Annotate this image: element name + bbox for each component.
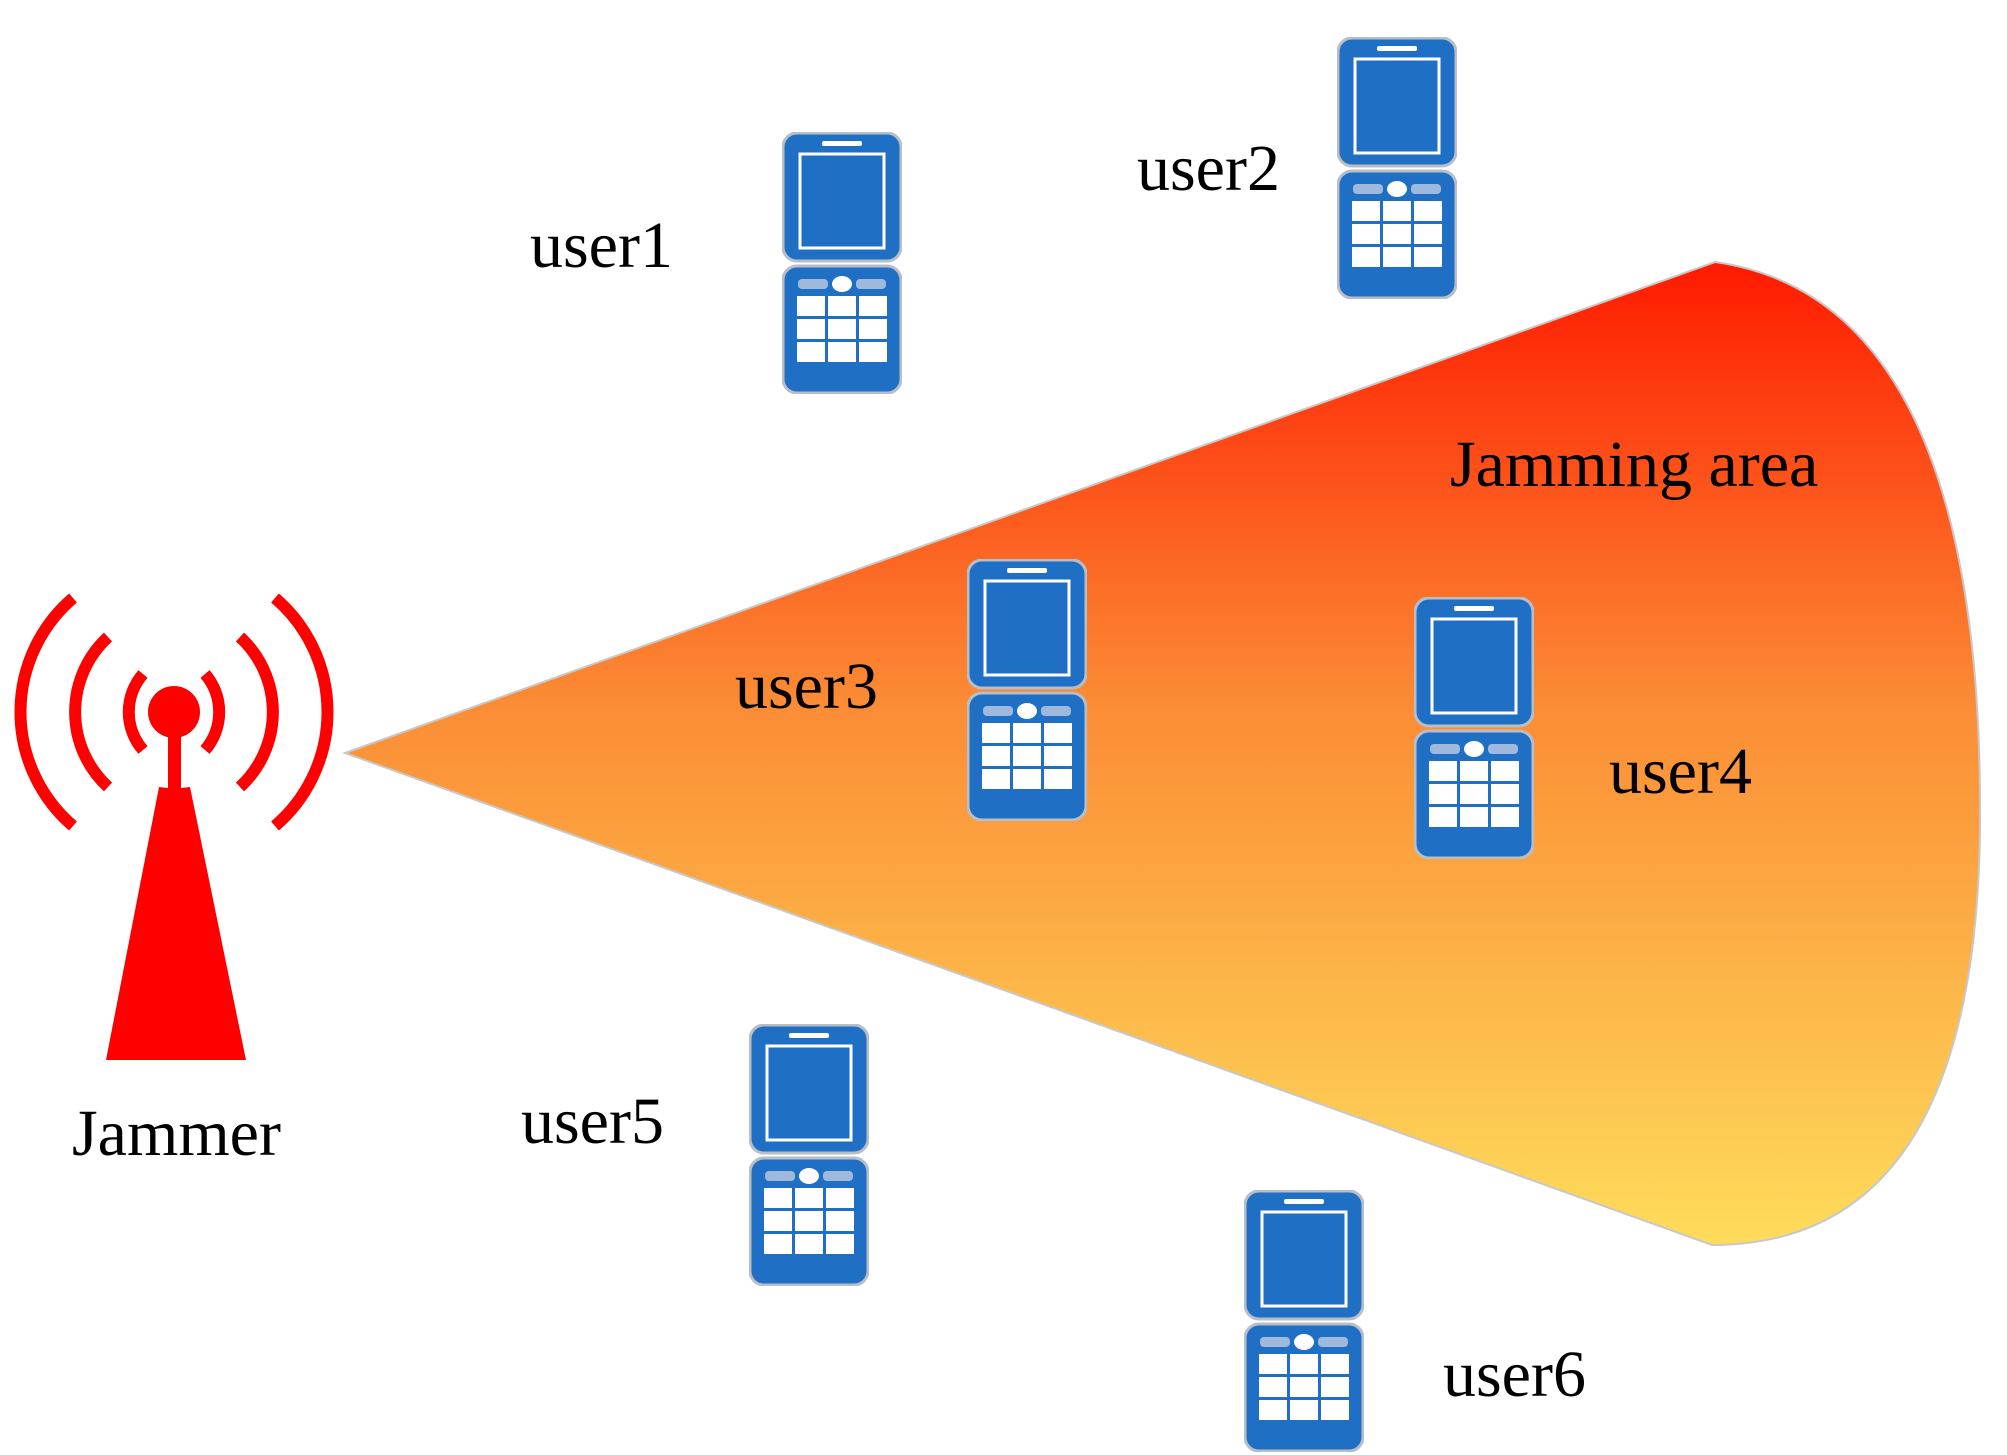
user2-phone-icon [1337, 37, 1457, 299]
user6-phone-icon [1244, 1190, 1364, 1452]
user2-label: user2 [1137, 132, 1280, 205]
user6-label: user6 [1443, 1338, 1586, 1411]
jamming-area-label: Jamming area [1450, 428, 1818, 501]
jamming-area-cone [342, 260, 1982, 1247]
user5-label: user5 [521, 1085, 664, 1158]
radio-tower-icon [14, 593, 334, 1060]
user3-label: user3 [735, 650, 878, 723]
user1-label: user1 [530, 209, 673, 282]
user5-phone-icon [749, 1024, 869, 1286]
user4-label: user4 [1609, 735, 1752, 808]
jammer-label: Jammer [72, 1097, 281, 1170]
user1-phone-icon [782, 132, 902, 394]
